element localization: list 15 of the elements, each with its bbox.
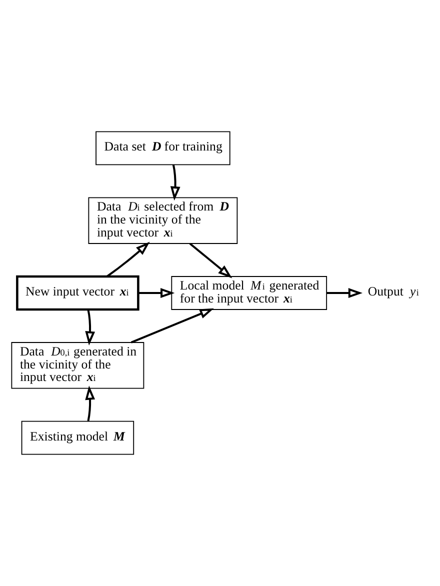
node-box: Existing model M	[21, 420, 134, 455]
node-text: Output yi	[368, 284, 419, 298]
node-box: Local model Mi generated for the input vector xi	[171, 276, 328, 310]
arrow	[189, 242, 232, 278]
arrow	[130, 308, 214, 344]
arrow	[138, 288, 175, 298]
arrow	[85, 309, 96, 346]
node-box: Data set D for training	[96, 131, 230, 166]
arrow	[85, 386, 96, 422]
node-box: New input vector xi	[16, 275, 140, 311]
arrow	[106, 242, 150, 278]
node-box: Data D0,i generated in the vicinity of the input vector xi	[11, 342, 144, 389]
arrow	[326, 288, 363, 298]
node-box: Data Di selected from D in the vicinity of the input vector xi	[88, 197, 238, 244]
arrow	[170, 164, 180, 201]
